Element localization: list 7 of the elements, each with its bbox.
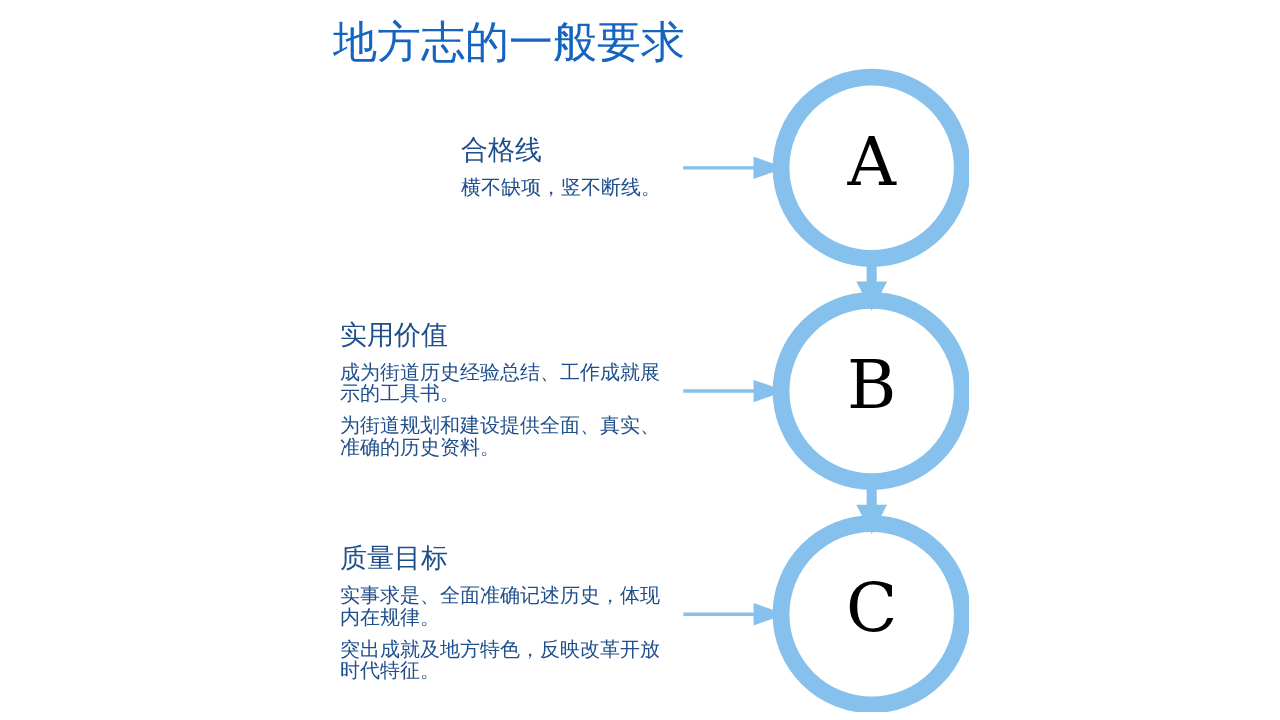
node-text: 质量目标 实事求是、全面准确记述历史，体现内在规律。 突出成就及地方特色，反映改革开放时代特征。 (339, 541, 660, 683)
node-text: 实用价值 成为街道历史经验总结、工作成就展示的工具书。 为街道规划和建设提供全面、真实、准确的历史资料。 (339, 318, 660, 460)
node-circle: C (772, 515, 969, 712)
node-circle: A (772, 68, 969, 267)
node-circle: B (772, 292, 969, 491)
node-text: 合格线 横不缺项，竖不断线。 (460, 134, 661, 200)
diagram-title: 地方志的一般要求 (332, 16, 685, 67)
